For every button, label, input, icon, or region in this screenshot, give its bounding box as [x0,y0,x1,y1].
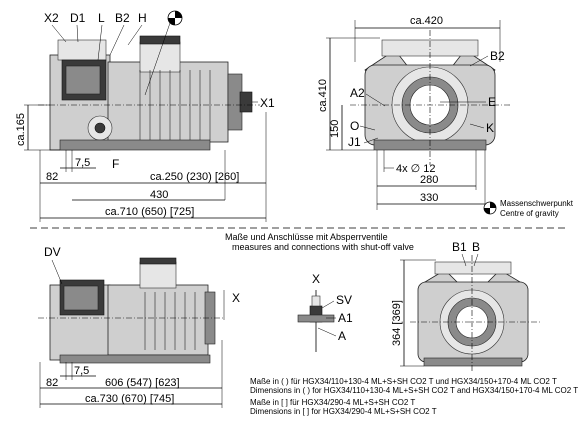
label-a1: A1 [338,311,353,325]
terminal-box-b [139,261,177,289]
section-title-en: measures and connections with shut-off v… [232,242,414,252]
label-x1: X1 [260,96,275,110]
dim-length-430: 430 [150,189,168,201]
cog-legend-en: Centre of gravity [500,209,559,218]
label-j1: J1 [348,135,361,149]
valve-detail: X SV A1 A [297,272,353,352]
head-cover-b [63,285,99,311]
cog-legend: Massenschwerpunkt Centre of gravity [483,199,574,218]
label-sv: SV [336,293,352,307]
dim-length-710: ca.710 (650) [725] [105,206,194,218]
label-b2-end: B2 [490,49,505,63]
dim-width-280: 280 [420,174,438,186]
label-x-side: X [232,291,240,305]
label-f: F [112,157,119,171]
note-bracket-en: Dimensions in [ ] for HGX34/290-4 ML+S+S… [250,407,437,416]
bottom-side-view: DV X 7,5 82 606 (547) [623] ca.730 (670)… [38,245,240,408]
label-dv: DV [44,245,61,259]
note-paren-de: Maße in ( ) für HGX34/110+130-4 ML+S+SH … [250,377,557,386]
note-paren-en: Dimensions in ( ) for HGX34/110+130-4 ML… [250,386,578,395]
dim-width-330: 330 [420,192,438,204]
base-rail [59,139,211,151]
motor-cooling-fins-b [144,292,196,350]
label-b: B [472,240,480,254]
dim-offset-7-5: 7,5 [75,157,90,169]
dim-length-250: ca.250 (230) [260] [150,171,239,183]
dim-height-364: 364 [369] [391,300,403,346]
top-end-view: B2 A2 E O K J1 ca.420 ca.410 150 4x ∅ 12 [317,15,510,210]
dim-length-606: 606 (547) [623] [105,377,180,389]
dim-holes: 4x ∅ 12 [396,163,436,175]
label-l: L [98,11,105,25]
dim-offset-82-b: 82 [46,377,58,389]
label-h: H [138,11,147,25]
label-x2: X2 [44,11,59,25]
valve-cap [311,295,321,307]
suction-flange [239,91,253,113]
label-k: K [486,121,494,135]
dim-width-420: ca.420 [410,15,443,27]
dim-offset-82: 82 [46,171,58,183]
dimension-notes: Maße in ( ) für HGX34/110+130-4 ML+S+SH … [250,377,578,416]
section-title-de: Maße und Anschlüsse mit Absperrventile [225,232,388,242]
terminal-box [139,41,181,73]
label-b1: B1 [452,240,467,254]
oil-sight-glass-center [94,122,106,134]
dim-height-410: ca.410 [317,79,329,112]
cylinder-head-top [57,39,107,61]
bottom-end-view: B1 B 364 [369] [391,240,540,372]
terminal-box-lid-b [139,257,177,265]
terminal-box-lid [139,35,181,45]
terminal-box-end-b [434,261,512,275]
label-o: O [350,119,359,133]
label-e: E [488,95,496,109]
crankcase-b [107,284,209,356]
label-a2: A2 [350,86,365,100]
label-d1: D1 [70,11,86,25]
center-of-gravity-symbol-top [167,10,183,26]
top-side-view: X2 D1 L B2 H X1 F ca.165 7,5 82 [15,10,275,222]
dim-height-150: 150 [329,120,341,138]
label-x-valve: X [312,272,320,286]
feet-b [423,357,523,367]
dim-height-165: ca.165 [15,113,27,146]
cog-legend-de: Massenschwerpunkt [500,199,574,208]
label-b2: B2 [115,11,130,25]
base-rail-b [59,354,211,364]
dim-offset-7-5-b: 7,5 [74,365,89,377]
head-cover [65,65,101,95]
valve-spindle [297,314,335,323]
note-bracket-de: Maße in [ ] für HGX34/290-4 ML+S+SH CO2 … [250,398,415,407]
dim-length-730: ca.730 (670) [745] [85,393,174,405]
label-a: A [338,329,346,343]
